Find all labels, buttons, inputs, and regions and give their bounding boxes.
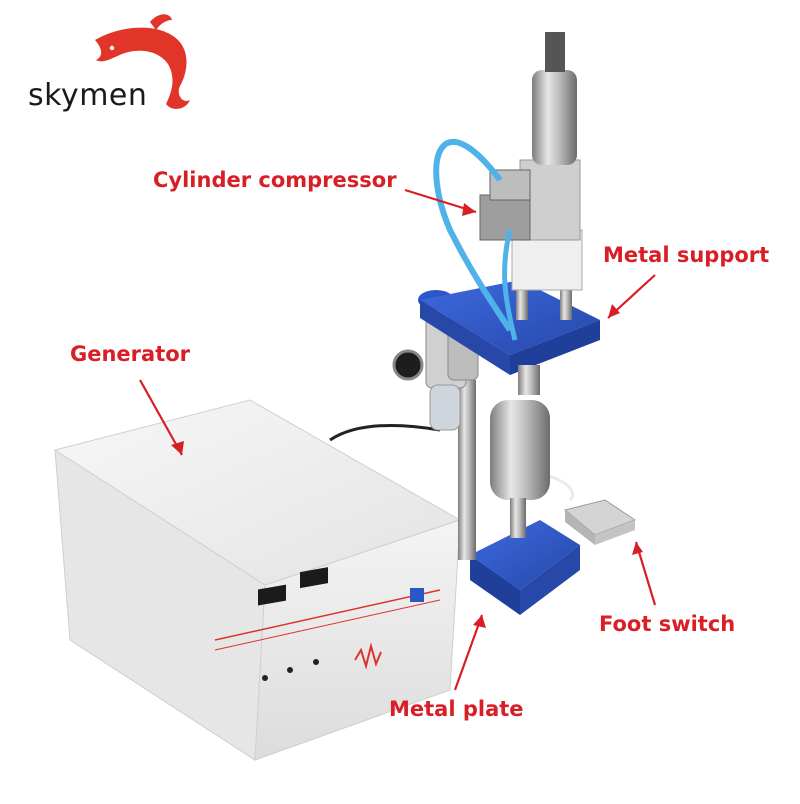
metal-plate (470, 520, 580, 615)
generator-unit (53, 399, 462, 761)
brand-wordmark: skymen (28, 78, 148, 113)
transducer (490, 365, 550, 538)
label-foot-switch: Foot switch (599, 612, 736, 636)
dolphin-logo-icon (95, 14, 190, 109)
label-generator: Generator (70, 342, 191, 366)
label-metal-support: Metal support (603, 243, 770, 267)
foot-switch (563, 499, 637, 545)
label-cylinder-compressor: Cylinder compressor (153, 168, 397, 192)
label-metal-plate: Metal plate (389, 697, 524, 721)
